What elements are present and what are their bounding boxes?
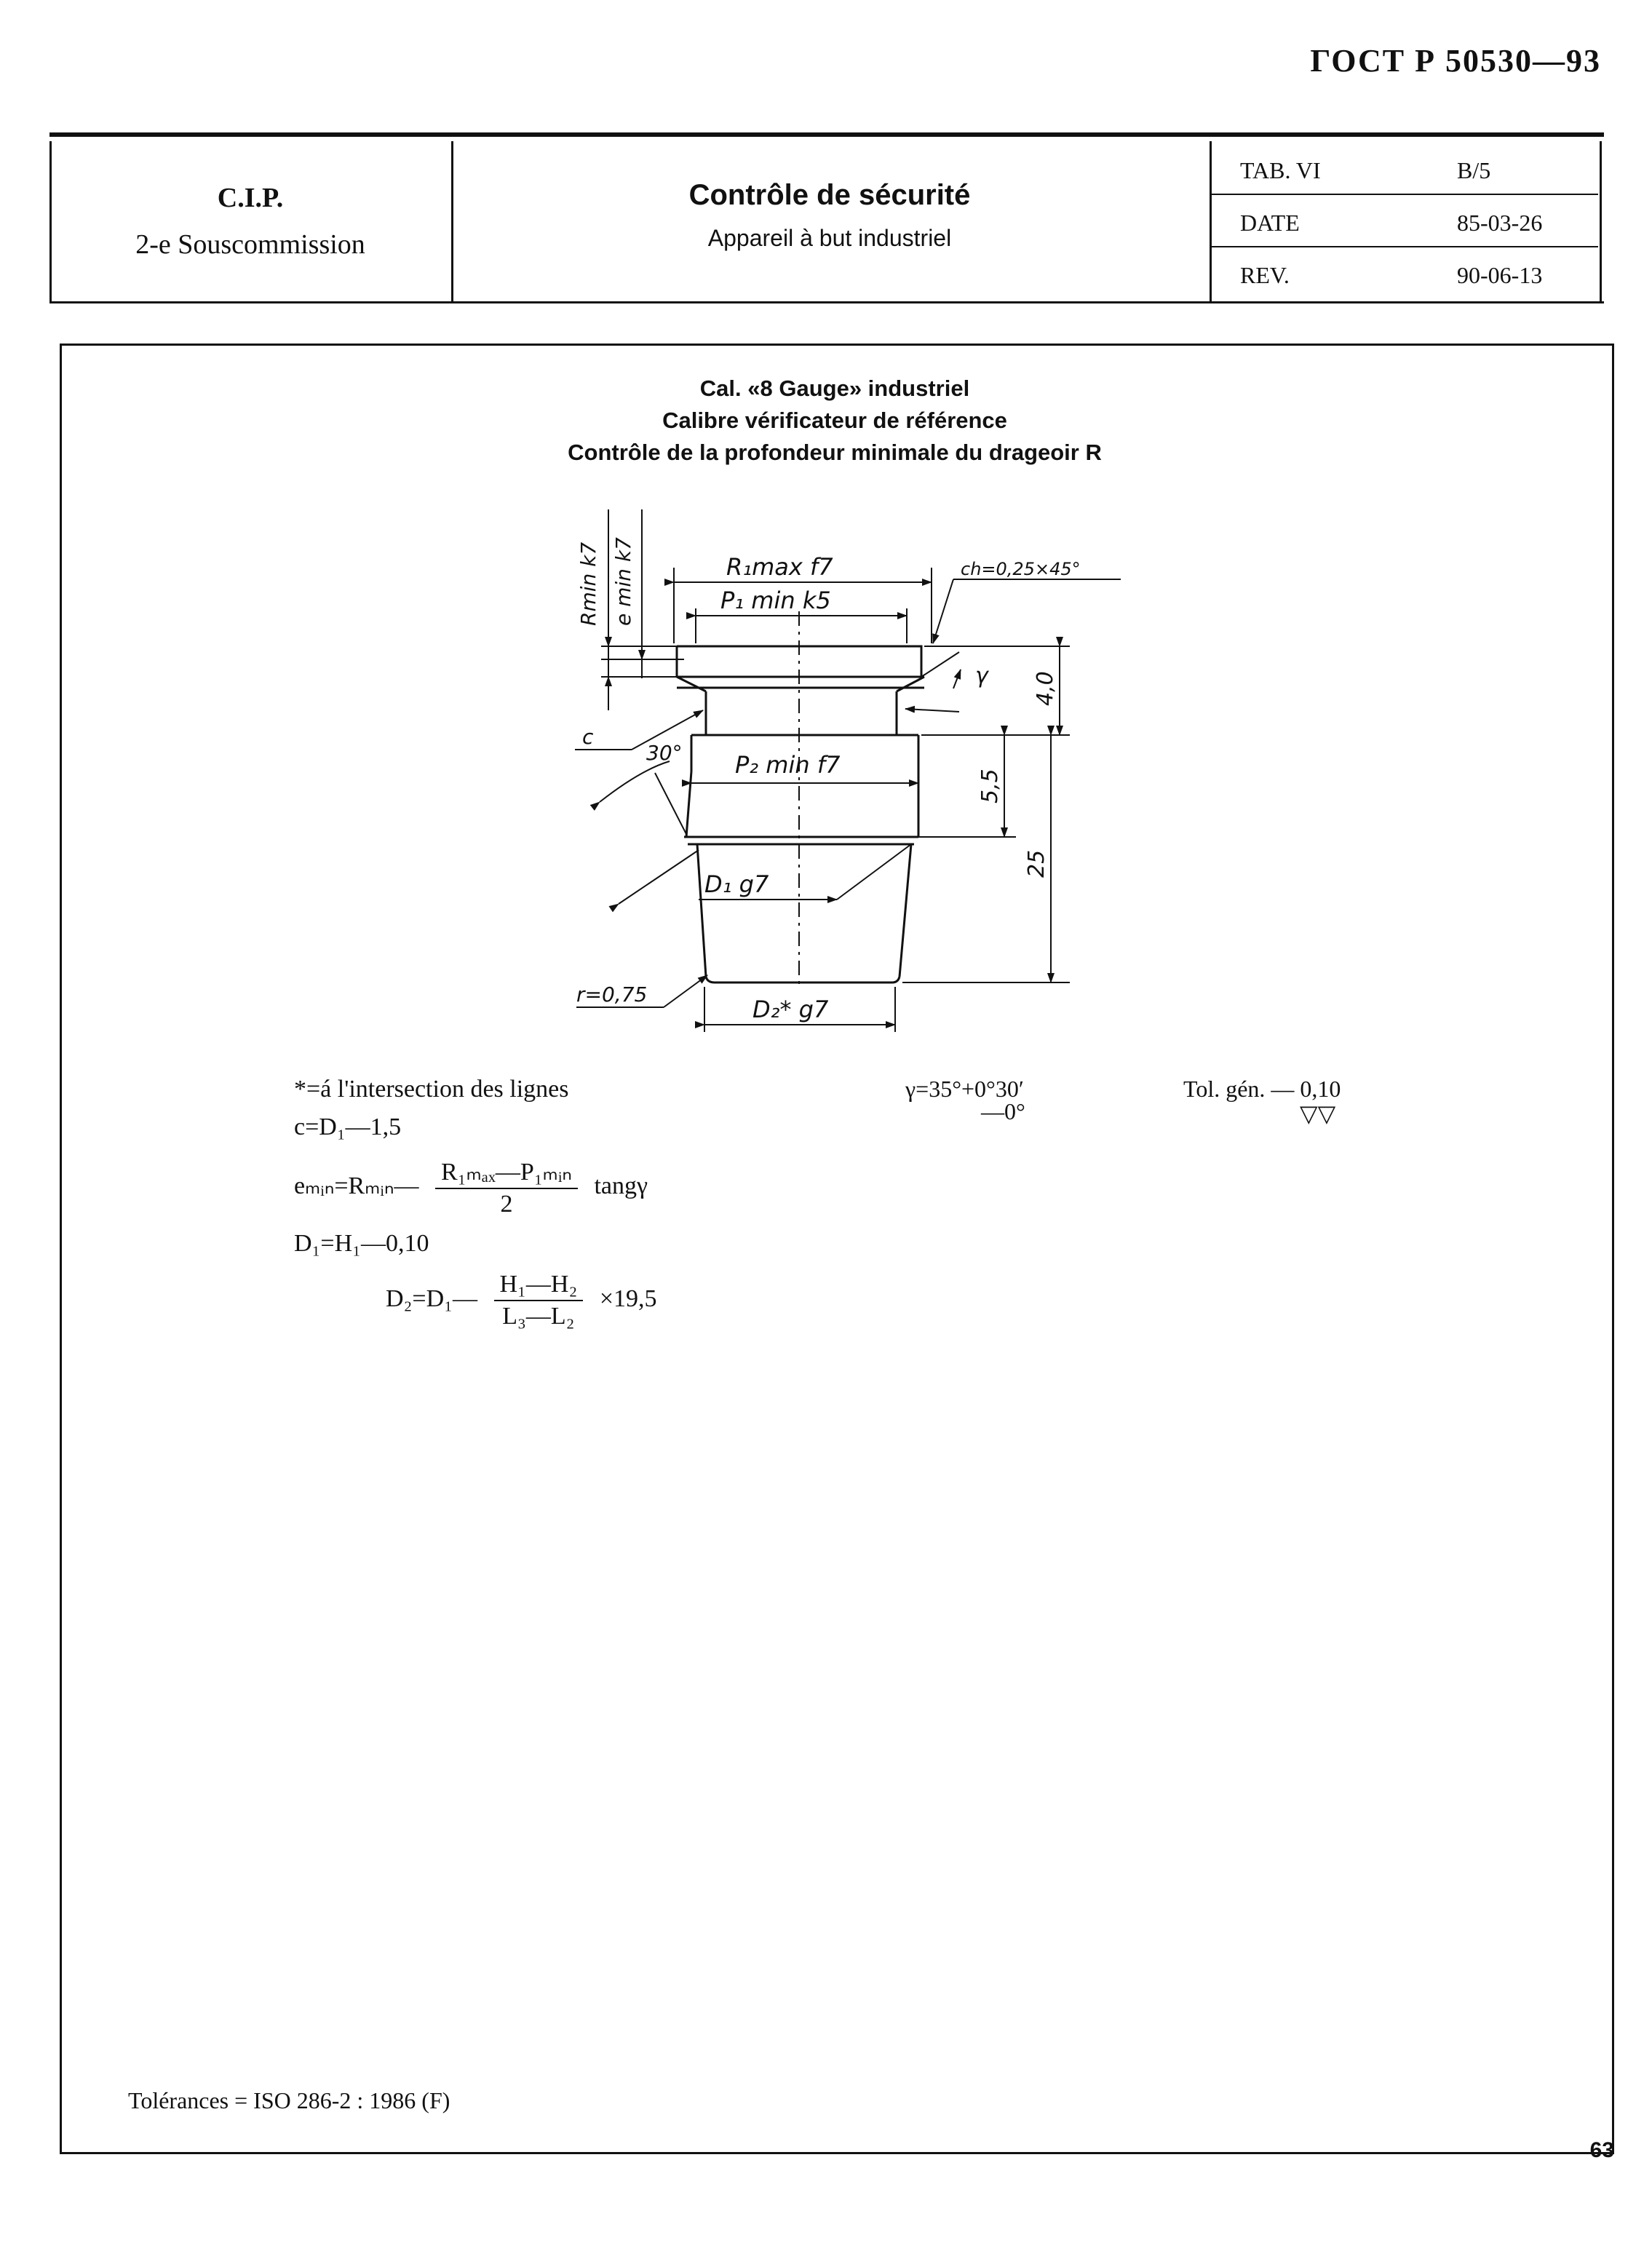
label-d1: D₁ g7 (704, 870, 769, 898)
emin-numerator: R₁ₘₐₓ—P₁ₘᵢₙ (435, 1157, 578, 1189)
org-line2: 2-e Souscommission (135, 229, 365, 260)
drawing-title-line2: Calibre vérificateur de référence (662, 408, 1007, 433)
row-divider (1210, 194, 1598, 195)
row-key: DATE (1240, 210, 1300, 236)
label-dim25: 25 (1024, 850, 1049, 878)
d1-formula: D₁=H₁—0,10 (294, 1230, 429, 1257)
revision-table: TAB. VI B/5 DATE 85-03-26 REV. 90-06-13 (1210, 137, 1598, 301)
tolerances-reference: Tolérances = ISO 286-2 : 1986 (F) (128, 2087, 450, 2113)
row-divider (1210, 246, 1598, 247)
tol-label: Tol. gén. (1183, 1076, 1266, 1102)
label-d2: D₂* g7 (752, 996, 829, 1023)
label-chamfer: ch=0,25×45° (961, 559, 1081, 579)
gauge-drawing: Rmin k7 e min k7 R₁max f7 P₁ min k5 ch=0… (575, 509, 1121, 1032)
document-heading: Contrôle de sécurité Appareil à but indu… (451, 172, 1208, 258)
label-dim55: 5,5 (977, 769, 1003, 803)
label-p2min: P₂ min f7 (735, 751, 841, 779)
standard-number: ГОСТ Р 50530—93 (1310, 43, 1601, 79)
emin-formula: eₘᵢₙ=Rₘᵢₙ— R₁ₘₐₓ—P₁ₘᵢₙ 2 tangγ (294, 1157, 648, 1218)
gamma-tolerance: γ=35°+0°30′ —0° (905, 1076, 1025, 1125)
label-p1min: P₁ min k5 (720, 587, 831, 614)
content-frame (60, 344, 1614, 2154)
label-r1max: R₁max f7 (726, 553, 833, 581)
d2-denominator: L₃—L₂ (502, 1303, 575, 1330)
revision-row: REV. 90-06-13 (1210, 247, 1598, 301)
label-r075: r=0,75 (576, 982, 647, 1007)
d2-lhs: D₂=D₁— (386, 1285, 477, 1312)
header-block: C.I.P. 2-e Souscommission Contrôle de sé… (49, 132, 1604, 303)
drawing-title-line3: Contrôle de la profondeur minimale du dr… (568, 440, 1102, 465)
label-dim40: 4,0 (1033, 671, 1058, 706)
row-key: TAB. VI (1240, 157, 1321, 183)
gamma-line1: γ=35°+0°30′ (905, 1076, 1024, 1102)
row-value: 90-06-13 (1457, 262, 1543, 288)
d2-formula: D₂=D₁— H₁—H₂ L₃—L₂ ×19,5 (386, 1271, 657, 1330)
label-c: c (582, 725, 594, 749)
header-divider (1210, 141, 1212, 301)
d2-numerator: H₁—H₂ (493, 1271, 584, 1301)
emin-lhs: eₘᵢₙ=Rₘᵢₙ— (294, 1172, 419, 1199)
c-formula: c=D₁—1,5 (294, 1113, 402, 1140)
emin-tail: tangγ (594, 1172, 648, 1199)
tol-symbol: ▽▽ (1300, 1100, 1336, 1127)
label-gamma: γ (975, 663, 990, 688)
row-value: 85-03-26 (1457, 210, 1543, 236)
header-divider (1600, 141, 1602, 301)
d2-fraction: H₁—H₂ L₃—L₂ (493, 1271, 584, 1330)
doc-title: Contrôle de sécurité (688, 179, 971, 211)
organization: C.I.P. 2-e Souscommission (49, 175, 451, 268)
emin-fraction: R₁ₘₐₓ—P₁ₘᵢₙ 2 (435, 1157, 578, 1218)
label-angle30: 30° (646, 741, 683, 765)
page-number: 63 (1589, 2138, 1614, 2162)
revision-row: DATE 85-03-26 (1210, 195, 1598, 248)
row-value: B/5 (1457, 157, 1491, 183)
asterisk-note: *=á l'intersection des lignes (294, 1076, 569, 1103)
row-key: REV. (1240, 262, 1290, 288)
header-divider (451, 141, 453, 301)
drawing-title: Cal. «8 Gauge» industriel Calibre vérifi… (60, 373, 1610, 469)
doc-subtitle: Appareil à but industriel (707, 225, 952, 251)
label-emin: e min k7 (611, 537, 635, 626)
emin-denominator: 2 (500, 1191, 513, 1218)
general-tolerance: Tol. gén. — 0,10 ▽▽ (1183, 1076, 1341, 1127)
gamma-line2: —0° (981, 1098, 1025, 1124)
tol-value: — 0,10 (1271, 1076, 1341, 1102)
org-line1: C.I.P. (217, 183, 284, 213)
d2-tail: ×19,5 (599, 1285, 657, 1312)
header-divider (49, 141, 52, 301)
revision-row: TAB. VI B/5 (1210, 143, 1598, 196)
label-rmin: Rmin k7 (576, 542, 600, 626)
drawing-title-line1: Cal. «8 Gauge» industriel (699, 376, 970, 401)
